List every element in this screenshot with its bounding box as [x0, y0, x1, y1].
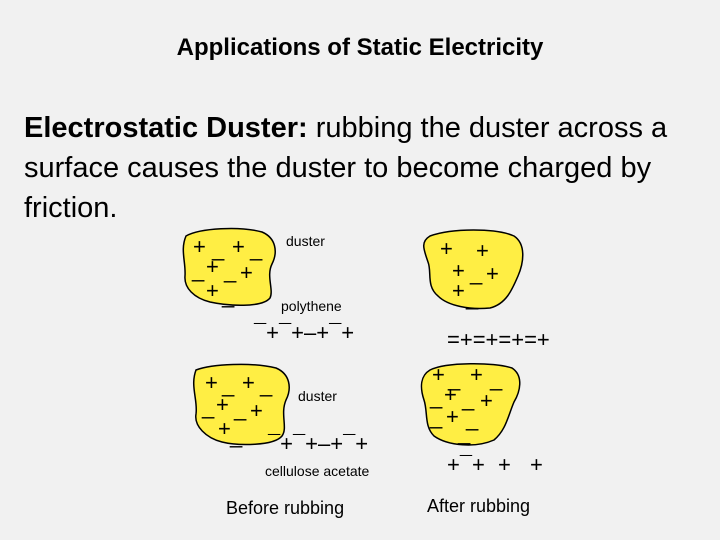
svg-text:_: _ [223, 258, 237, 283]
svg-text:+: + [446, 404, 459, 429]
svg-text:+: + [486, 261, 499, 286]
before-rubbing-label: Before rubbing [226, 498, 344, 518]
svg-text:+: + [240, 260, 253, 285]
slide-body: Electrostatic Duster: rubbing the duster… [24, 108, 704, 228]
after-rubbing-label: After rubbing [427, 496, 530, 516]
duster-after-bottom: + _ + _ _ + _ + _ + _ _ [420, 362, 521, 446]
duster-heading: Electrostatic Duster: [24, 112, 308, 144]
svg-text:_: _ [469, 260, 483, 285]
svg-text:+: + [232, 234, 245, 259]
svg-text:¯+¯+–+¯+: ¯+¯+–+¯+ [267, 431, 368, 456]
svg-text:+: + [432, 362, 445, 387]
svg-text:+: + [444, 382, 457, 407]
svg-text:+: + [452, 278, 465, 303]
svg-text:+: + [440, 236, 453, 261]
svg-text:+¯+: +¯+ [447, 452, 485, 477]
svg-text:+: + [218, 416, 231, 441]
svg-text:_: _ [211, 236, 225, 261]
svg-text:+: + [205, 370, 218, 395]
polythene-strip-after: =+=+=+=+ [447, 327, 550, 352]
acetate-strip-after: +¯+ + + [447, 452, 543, 477]
svg-text:+: + [498, 452, 511, 477]
svg-text:+: + [470, 362, 483, 387]
svg-text:+: + [530, 452, 543, 477]
svg-text:_: _ [447, 366, 461, 391]
svg-text:_: _ [201, 394, 215, 419]
svg-text:_: _ [229, 423, 243, 448]
duster-before-bottom: + _ + _ _ + _ + + _ [193, 363, 290, 448]
svg-text:+: + [250, 398, 263, 423]
svg-text:_: _ [429, 384, 443, 409]
svg-text:_: _ [233, 396, 247, 421]
svg-text:+: + [242, 370, 255, 395]
duster-label-bottom: duster [298, 388, 337, 404]
duster-description: rubbing the duster across a surface caus… [24, 112, 668, 224]
svg-text:+: + [216, 392, 229, 417]
svg-text:+: + [452, 258, 465, 283]
svg-text:_: _ [221, 283, 235, 308]
svg-text:_: _ [461, 386, 475, 411]
svg-text:+: + [476, 238, 489, 263]
svg-text:_: _ [457, 420, 471, 445]
slide-title: Applications of Static Electricity [176, 34, 544, 61]
duster-label-top: duster [286, 233, 325, 249]
polythene-label: polythene [281, 298, 342, 314]
duster-after-top: + + + _ + + _ [423, 229, 524, 310]
polythene-strip-before: ¯+¯+–+¯+ [253, 320, 354, 345]
svg-text:_: _ [465, 285, 479, 310]
acetate-strip-before: ¯+¯+–+¯+ [267, 431, 368, 456]
duster-before-top: + _ + _ _ + _ + + _ [182, 227, 276, 308]
svg-text:_: _ [429, 404, 443, 429]
svg-text:+: + [206, 254, 219, 279]
svg-text:¯+¯+–+¯+: ¯+¯+–+¯+ [253, 320, 354, 345]
svg-text:=+=+=+=+: =+=+=+=+ [447, 327, 550, 352]
svg-text:_: _ [191, 257, 205, 282]
svg-text:+: + [193, 234, 206, 259]
svg-text:_: _ [221, 372, 235, 397]
svg-text:_: _ [249, 236, 263, 261]
svg-text:+: + [480, 388, 493, 413]
svg-text:+: + [206, 278, 219, 303]
cellulose-acetate-label: cellulose acetate [265, 463, 370, 479]
svg-text:_: _ [465, 406, 479, 431]
svg-text:_: _ [489, 366, 503, 391]
svg-text:_: _ [259, 372, 273, 397]
